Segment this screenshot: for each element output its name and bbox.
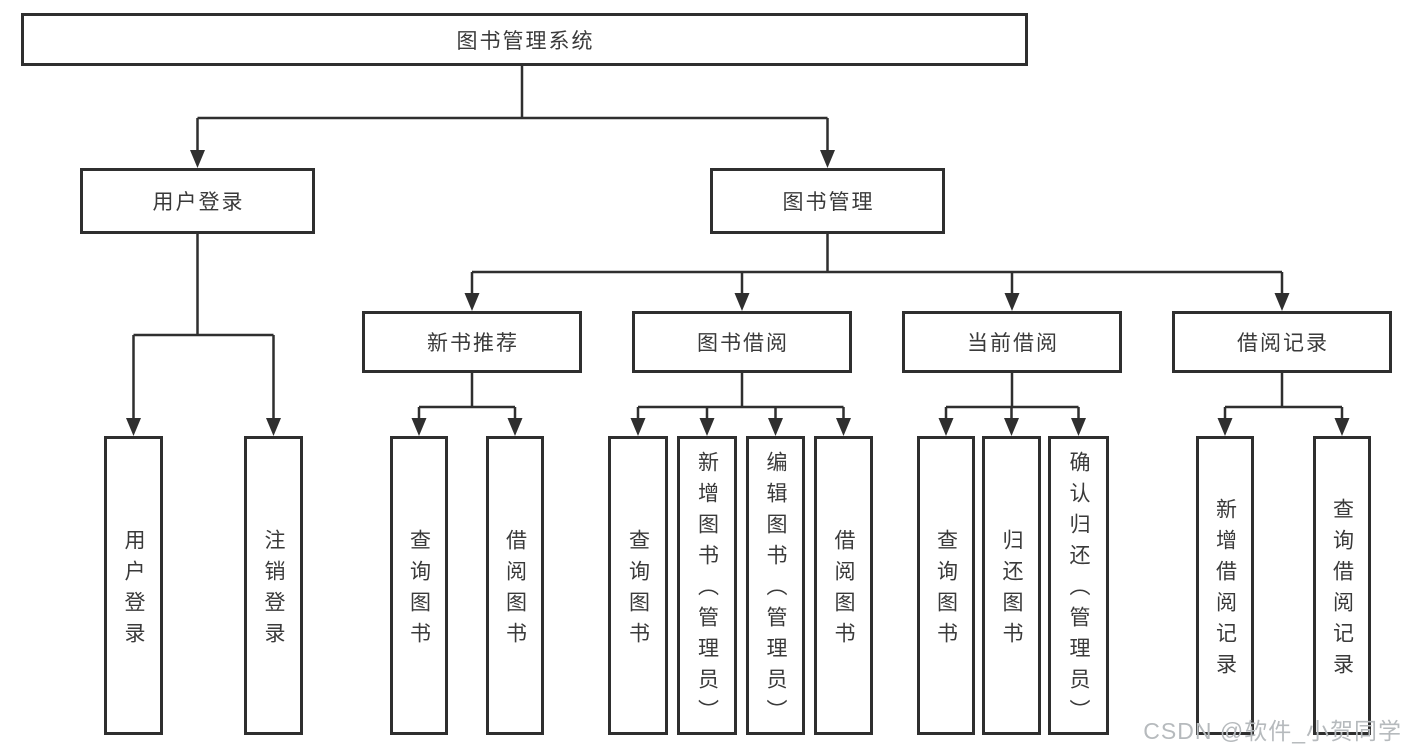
node-new-book-recommendation: 新书推荐 (362, 311, 582, 373)
arrowheads (126, 150, 1350, 436)
leaf-add-book-admin: 新增图书（管理员） (677, 436, 737, 735)
node-book-management: 图书管理 (710, 168, 945, 234)
leaf-query-borrow-record-label: 查询借阅记录 (1330, 497, 1354, 684)
leaf-confirm-return-admin: 确认归还（管理员） (1048, 436, 1109, 735)
leaf-query-books-recommend: 查询图书 (390, 436, 448, 735)
leaf-add-book-admin-label: 新增图书（管理员） (695, 451, 719, 730)
node-borrowing-records-label: 借阅记录 (1237, 332, 1329, 355)
node-root-label: 图书管理系统 (456, 29, 595, 53)
leaf-query-books-borrow-label: 查询图书 (626, 528, 650, 653)
leaf-user-login: 用户登录 (104, 436, 163, 735)
node-book-borrowing-label: 图书借阅 (697, 332, 789, 355)
leaf-user-login-label: 用户登录 (122, 528, 145, 653)
leaf-edit-book-admin: 编辑图书（管理员） (746, 436, 805, 735)
leaf-borrow-books: 借阅图书 (814, 436, 873, 735)
leaf-edit-book-admin-label: 编辑图书（管理员） (764, 451, 787, 730)
leaf-borrow-books-label: 借阅图书 (832, 528, 855, 653)
leaf-borrow-books-recommend: 借阅图书 (486, 436, 544, 735)
node-user-login-label: 用户登录 (152, 191, 245, 214)
node-user-login: 用户登录 (80, 168, 315, 234)
leaf-query-books-borrow: 查询图书 (608, 436, 668, 735)
node-current-borrowing-label: 当前借阅 (967, 332, 1059, 355)
node-book-borrowing: 图书借阅 (632, 311, 852, 373)
node-borrowing-records: 借阅记录 (1172, 311, 1392, 373)
node-new-book-recommendation-label: 新书推荐 (427, 332, 519, 355)
connector-path (132, 66, 1344, 424)
leaf-query-borrow-record: 查询借阅记录 (1313, 436, 1371, 735)
node-root: 图书管理系统 (21, 13, 1028, 66)
leaf-add-borrow-record-label: 新增借阅记录 (1213, 497, 1237, 684)
leaf-query-books-recommend-label: 查询图书 (407, 528, 431, 653)
leaf-logout: 注销登录 (244, 436, 303, 735)
leaf-query-books-current: 查询图书 (917, 436, 975, 735)
leaf-borrow-books-recommend-label: 借阅图书 (503, 528, 527, 653)
node-book-management-label: 图书管理 (782, 191, 875, 214)
leaf-return-books-label: 归还图书 (1000, 528, 1023, 653)
leaf-logout-label: 注销登录 (262, 528, 285, 653)
leaf-query-books-current-label: 查询图书 (934, 528, 958, 653)
node-current-borrowing: 当前借阅 (902, 311, 1122, 373)
watermark: CSDN @软件_小贺同学 (1143, 718, 1402, 744)
leaf-add-borrow-record: 新增借阅记录 (1196, 436, 1254, 735)
leaf-confirm-return-admin-label: 确认归还（管理员） (1067, 451, 1090, 730)
leaf-return-books: 归还图书 (982, 436, 1041, 735)
